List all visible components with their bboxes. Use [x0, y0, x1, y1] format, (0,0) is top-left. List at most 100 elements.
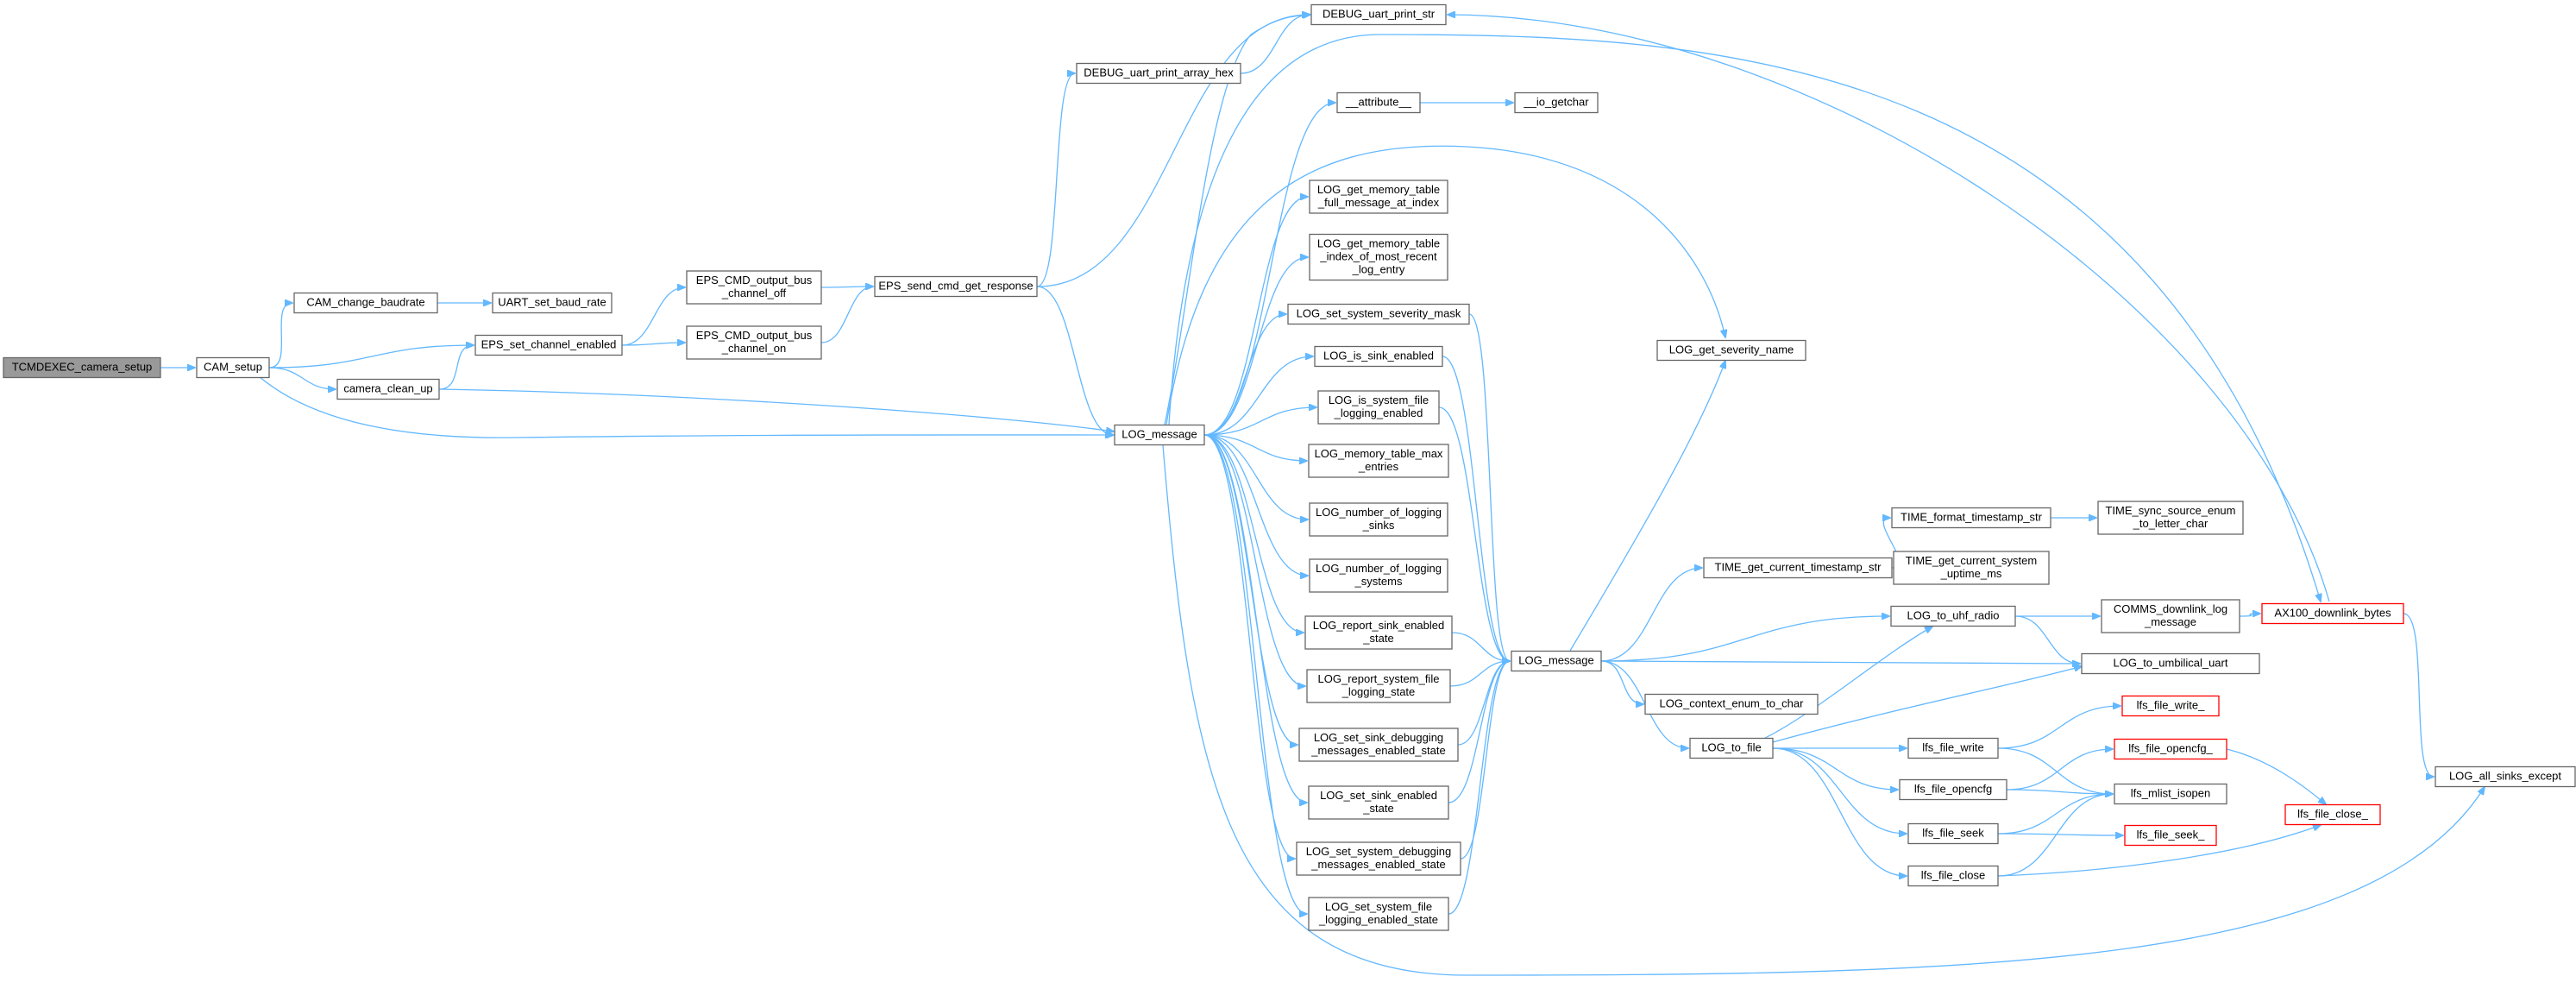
function-node-eps-set-channel[interactable]: EPS_set_channel_enabled [474, 334, 623, 356]
function-node-cam-setup[interactable]: CAM_setup [196, 356, 270, 379]
function-node-lfs-mlist-isopen[interactable]: lfs_mlist_isopen [2114, 783, 2227, 805]
function-node-debug-print-str[interactable]: DEBUG_uart_print_str [1310, 3, 1447, 26]
function-node-time-uptime[interactable]: TIME_get_current_system_uptime_ms [1893, 551, 2050, 585]
function-node-debug-print-hex[interactable]: DEBUG_uart_print_array_hex [1076, 62, 1241, 85]
function-node-log-is-sys-file[interactable]: LOG_is_system_file_logging_enabled [1317, 390, 1440, 425]
function-node-eps-send-cmd[interactable]: EPS_send_cmd_get_response [874, 275, 1038, 298]
function-node-log-report-sink[interactable]: LOG_report_sink_enabled_state [1304, 615, 1453, 650]
edge-log_message_1-to-log_set_sys_dbg [1203, 434, 1295, 859]
node-box [1309, 502, 1448, 537]
function-node-log-mem-max[interactable]: LOG_memory_table_max_entries [1308, 444, 1449, 478]
edge-log_set_sink_en-to-log_message_2 [1448, 661, 1510, 803]
edge-log_is_sys_file-to-log_message_2 [1438, 406, 1510, 661]
node-box [1644, 693, 1819, 715]
function-node-lfs-file-write[interactable]: lfs_file_write [1907, 737, 1999, 759]
function-node-log-set-sys-dbg[interactable]: LOG_set_system_debugging_messages_enable… [1296, 841, 1461, 876]
edge-log_report_sink-to-log_message_2 [1451, 632, 1510, 661]
function-node-lfs-file-close[interactable]: lfs_file_close [1907, 865, 1999, 887]
node-box [492, 292, 613, 314]
function-node-log-num-systems[interactable]: LOG_number_of_logging_systems [1309, 558, 1448, 593]
function-node-root[interactable]: TCMDEXEC_camera_setup [3, 356, 161, 379]
node-box [2081, 652, 2260, 675]
function-node-camera-clean-up[interactable]: camera_clean_up [336, 378, 440, 400]
function-node-log-set-sys-sev[interactable]: LOG_set_system_severity_mask [1287, 303, 1470, 325]
node-label: LOG_set_system_debugging [1306, 845, 1451, 858]
function-node-log-mem-index[interactable]: LOG_get_memory_table_index_of_most_recen… [1309, 233, 1448, 281]
function-node-eps-cmd-off[interactable]: EPS_CMD_output_bus_channel_off [686, 270, 822, 305]
function-node-eps-cmd-on[interactable]: EPS_CMD_output_bus_channel_on [686, 325, 822, 360]
function-node-log-is-sink[interactable]: LOG_is_sink_enabled [1314, 345, 1443, 368]
node-label: camera_clean_up [343, 382, 432, 395]
node-label: _messages_enabled_state [1310, 744, 1445, 757]
node-label: CAM_change_baudrate [306, 296, 424, 309]
function-node-uart-set-baud[interactable]: UART_set_baud_rate [492, 292, 613, 314]
function-node-log-report-sys-file[interactable]: LOG_report_system_file_logging_state [1306, 669, 1451, 703]
node-label: LOG_to_umbilical_uart [2114, 657, 2228, 670]
edge-comms_downlink-to-ax100_downlink [2239, 614, 2260, 616]
function-node-log-to-umb[interactable]: LOG_to_umbilical_uart [2081, 652, 2260, 675]
function-node-log-to-file[interactable]: LOG_to_file [1689, 737, 1774, 759]
node-label: TIME_sync_source_enum [2105, 504, 2235, 517]
node-box [1287, 303, 1470, 325]
function-node-cam-change-baud[interactable]: CAM_change_baudrate [293, 292, 438, 314]
node-label: TIME_get_current_system [1906, 554, 2037, 567]
node-box [1308, 785, 1449, 820]
node-box [1336, 91, 1421, 114]
node-box [2114, 738, 2227, 760]
edge-log_message_1-to-log_num_sinks [1203, 434, 1308, 520]
function-node-log-num-sinks[interactable]: LOG_number_of_logging_sinks [1309, 502, 1448, 537]
function-node-log-get-severity[interactable]: LOG_get_severity_name [1656, 339, 1806, 362]
node-box [1907, 737, 1999, 759]
function-node-comms-downlink[interactable]: COMMS_downlink_log_message [2101, 599, 2240, 633]
node-label: LOG_is_system_file [1329, 394, 1429, 406]
function-node-lfs-file-close-[interactable]: lfs_file_close_ [2284, 803, 2381, 826]
node-label: lfs_file_close_ [2297, 808, 2368, 821]
node-label: EPS_send_cmd_get_response [878, 280, 1033, 293]
edge-camera_clean_up-to-eps_set_channel [438, 345, 474, 390]
edge-cam_setup-to-cam_change_baud [268, 303, 292, 369]
edge-lfs_file_seek-to-lfs_mlist_isopen [1997, 794, 2113, 835]
function-node-lfs-file-write-[interactable]: lfs_file_write_ [2121, 695, 2220, 717]
function-node-lfs-file-seek-[interactable]: lfs_file_seek_ [2124, 824, 2217, 847]
node-label: TCMDEXEC_camera_setup [12, 361, 153, 374]
node-label: LOG_all_sinks_except [2449, 770, 2561, 783]
edge-eps_set_channel-to-eps_cmd_on [621, 343, 685, 345]
function-node-log-all-sinks[interactable]: LOG_all_sinks_except [2435, 765, 2576, 788]
node-box [2284, 803, 2381, 826]
function-node-io-getchar[interactable]: __io_getchar [1514, 91, 1599, 114]
function-node-lfs-file-seek[interactable]: lfs_file_seek [1907, 822, 1999, 845]
edge-log_to_uhf-to-log_to_umb [2014, 615, 2080, 664]
edge-log_message_1-to-log_mem_max [1203, 434, 1307, 461]
node-label: _to_letter_char [2133, 517, 2208, 530]
function-node-time-sync-src[interactable]: TIME_sync_source_enum_to_letter_char [2097, 501, 2244, 535]
edge-log_message_1-to-log_is_sink [1203, 356, 1313, 436]
function-node-lfs-file-opencfg[interactable]: lfs_file_opencfg [1899, 778, 2007, 801]
function-node-ax100-downlink[interactable]: AX100_downlink_bytes [2261, 602, 2404, 625]
function-node-time-format-ts[interactable]: TIME_format_timestamp_str [1891, 507, 2051, 529]
edge-log_message_2-to-log_ctx_enum [1600, 660, 1643, 704]
function-node-log-set-sys-file[interactable]: LOG_set_system_file_logging_enabled_stat… [1308, 897, 1449, 931]
node-box [1308, 444, 1449, 478]
edge-lfs_file_opencfg_-to-lfs_file_close_ [2226, 748, 2326, 804]
function-node-log-mem-full[interactable]: LOG_get_memory_table_full_message_at_ind… [1309, 180, 1448, 214]
function-node-log-ctx-enum[interactable]: LOG_context_enum_to_char [1644, 693, 1819, 715]
function-node-log-set-sink-en[interactable]: LOG_set_sink_enabled_state [1308, 785, 1449, 820]
node-box [1891, 507, 2051, 529]
function-node-log-message-2[interactable]: LOG_message [1511, 650, 1602, 672]
node-box [2114, 783, 2227, 805]
node-label: _logging_enabled [1334, 406, 1423, 419]
node-label: _index_of_most_recent [1319, 250, 1437, 263]
node-box [1310, 3, 1447, 26]
edge-log_message_1-to-log_num_systems [1203, 434, 1308, 576]
edge-lfs_file_write-to-lfs_file_write_ [1997, 706, 2120, 749]
function-node-lfs-file-opencfg-[interactable]: lfs_file_opencfg_ [2114, 738, 2227, 760]
function-node-time-get-ts[interactable]: TIME_get_current_timestamp_str [1703, 557, 1893, 579]
edge-eps_send_cmd-to-debug_print_hex [1036, 73, 1075, 287]
node-box [1304, 615, 1453, 650]
function-node-attribute[interactable]: __attribute__ [1336, 91, 1421, 114]
node-label: _uptime_ms [1940, 567, 2002, 580]
function-node-log-set-sink-dbg[interactable]: LOG_set_sink_debugging_messages_enabled_… [1298, 728, 1459, 762]
node-label: lfs_file_write_ [2137, 699, 2206, 712]
function-node-log-to-uhf[interactable]: LOG_to_uhf_radio [1890, 605, 2016, 627]
function-node-log-message-1[interactable]: LOG_message [1114, 424, 1205, 446]
